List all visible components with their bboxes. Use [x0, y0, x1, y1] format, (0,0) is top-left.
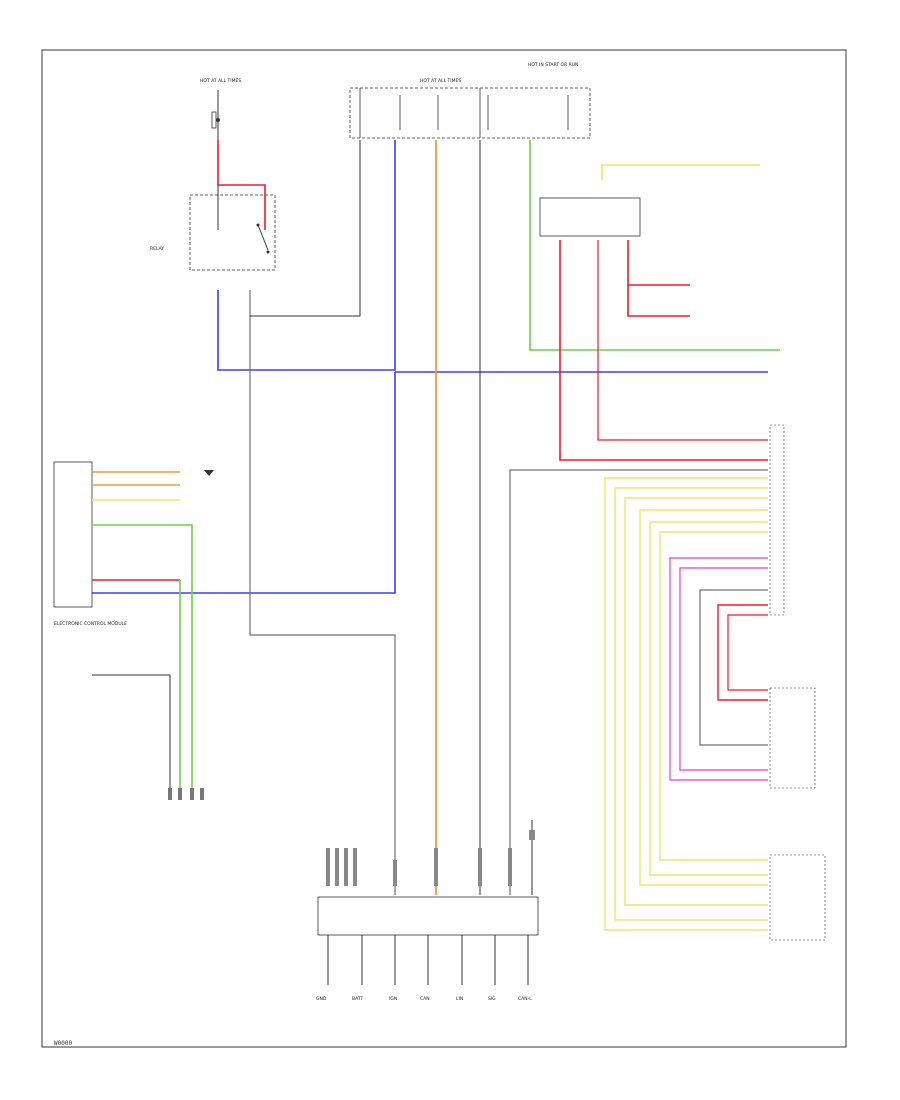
- pin-label: LIN: [456, 996, 463, 1002]
- wire-red-module-2: [627, 285, 690, 317]
- diagram-border: [41, 49, 847, 1048]
- wire-blue-lower: [92, 372, 396, 594]
- mid-fuse-header: HOT AT ALL TIMES: [420, 78, 461, 84]
- right-connector-markers: [769, 424, 826, 941]
- wire-gray-left: [249, 290, 396, 895]
- relay-label: RELAY: [150, 246, 164, 252]
- left-fuse-header: HOT AT ALL TIMES: [200, 78, 241, 84]
- wire-red-relay: [217, 140, 266, 230]
- wire-gray-mid: [509, 469, 768, 895]
- bottom-connector-upper: [326, 848, 512, 886]
- ecm-left-label: ELECTRONIC CONTROL MODULE: [54, 621, 127, 627]
- pin-label: CAN: [420, 996, 430, 1002]
- pin-label: IGN: [389, 996, 397, 1002]
- ground-symbol: [204, 470, 214, 476]
- wire-green-left: [92, 524, 193, 790]
- bottom-connector-lower: [327, 935, 529, 985]
- wire-blue-main: [217, 140, 396, 371]
- relay-module-right: [539, 197, 641, 237]
- sensor-symbol: [529, 820, 535, 895]
- left-fuse-group: HOT AT ALL TIMES: [200, 78, 241, 140]
- pin-label: BATT: [352, 996, 363, 1002]
- wire-green-top: [529, 140, 780, 351]
- relay: RELAY: [150, 194, 276, 271]
- pin-label: CAN-L: [518, 996, 532, 1002]
- right-fuse-header: HOT IN START OR RUN: [528, 62, 578, 68]
- pin-label: GND: [316, 996, 327, 1002]
- footer-code: W0000: [54, 1040, 73, 1047]
- ecm-left: [53, 461, 93, 608]
- bottom-pin-labels: GND BATT IGN CAN LIN SIG CAN-L: [316, 996, 532, 1002]
- ecm-bottom: [317, 896, 539, 936]
- wire-red-long: [559, 240, 768, 461]
- pin-label: SIG: [488, 996, 496, 1002]
- wire-yellow-top: [601, 164, 760, 180]
- wire-red-module-1: [627, 240, 690, 286]
- right-wire-bundle: [604, 477, 768, 931]
- diag-connector-pins: [168, 788, 204, 800]
- mid-fuse-box: HOT AT ALL TIMES HOT IN START OR RUN: [349, 62, 591, 139]
